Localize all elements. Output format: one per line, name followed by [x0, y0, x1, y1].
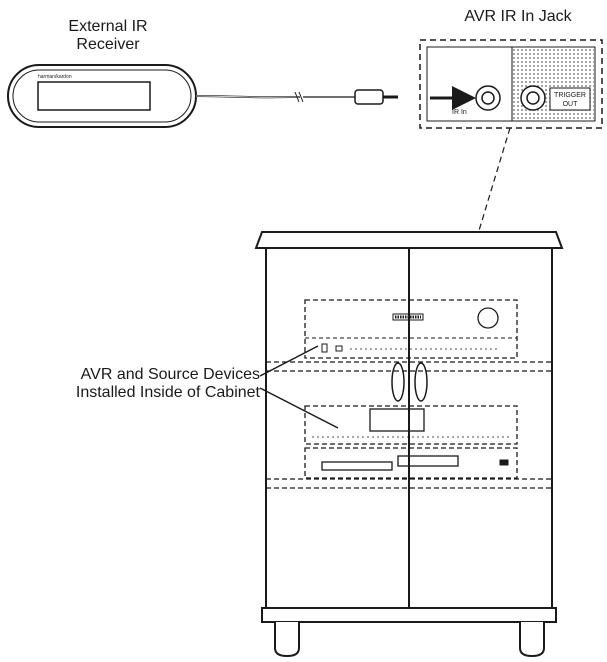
device-callout: AVR and Source Devices Installed Inside …	[20, 366, 260, 403]
door-handle-right	[414, 362, 428, 402]
ir-jack-panel: TRIGGER OUT IR In	[419, 39, 603, 129]
ir-cable	[195, 89, 398, 105]
avr-unit	[304, 299, 518, 359]
source-device-2	[304, 447, 518, 479]
cabinet-foot-right	[519, 622, 545, 658]
device-callout-line2: Installed Inside of Cabinet	[75, 384, 260, 402]
receiver-title: External IR Receiver	[38, 18, 178, 55]
cabinet-foot-left	[274, 622, 300, 658]
cable-plug	[354, 89, 384, 105]
trigger-out-label-box	[549, 87, 591, 111]
trigger-out-line1: TRIGGER	[554, 92, 586, 99]
device2-slot-right	[397, 455, 459, 467]
door-handle-left	[391, 362, 405, 402]
jack-title: AVR IR In Jack	[464, 8, 572, 25]
device1-tray	[369, 408, 425, 432]
cabinet	[254, 231, 564, 658]
device-callout-lines	[259, 345, 339, 429]
ir-in-label: IR In	[452, 109, 467, 116]
device2-slot-left	[321, 461, 393, 471]
receiver-title-line2: Receiver	[76, 36, 140, 54]
receiver-brand: harman/kardon	[38, 74, 72, 80]
avr-display	[392, 313, 424, 321]
device-callout-line1: AVR and Source Devices	[80, 366, 260, 383]
ir-receiver: harman/kardon	[7, 64, 197, 128]
avr-volume-knob	[477, 307, 499, 329]
receiver-display-window	[37, 81, 151, 111]
trigger-out-line2: OUT	[563, 101, 579, 108]
receiver-title-line1: External IR	[68, 18, 148, 35]
source-device-1	[304, 405, 518, 445]
